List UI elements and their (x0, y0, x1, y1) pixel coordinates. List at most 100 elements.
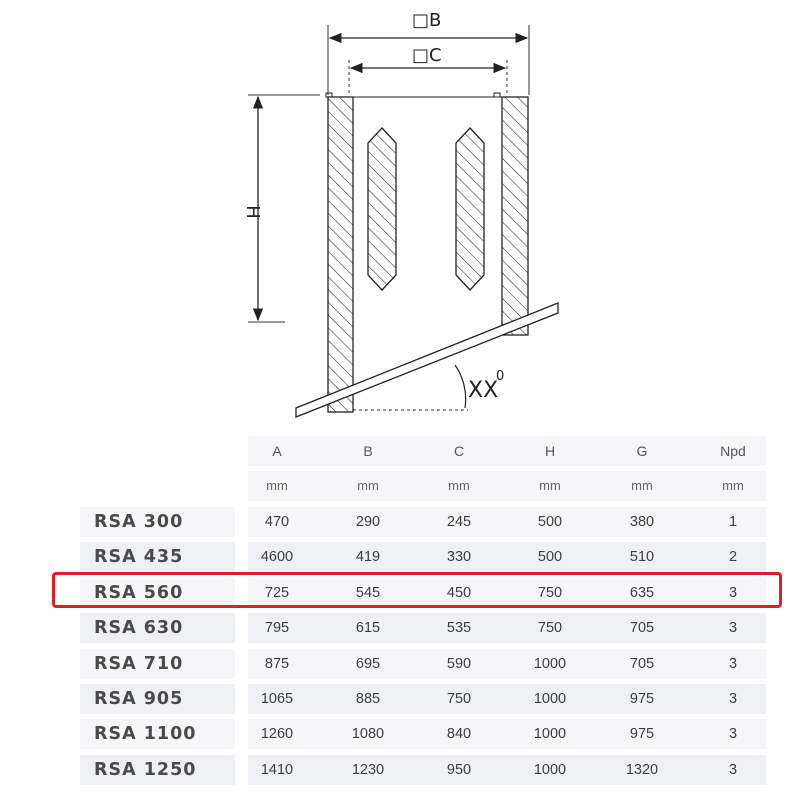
table-cell-h: 750 (537, 620, 563, 636)
model-band (80, 684, 235, 714)
column-header-h: H (544, 443, 556, 459)
model-name: RSA 300 (94, 512, 184, 532)
row-highlight-rsa-560 (52, 572, 782, 608)
table-cell-h: 1000 (533, 691, 567, 707)
table-cell-g: 705 (629, 656, 655, 672)
table-cell-h: 1000 (533, 656, 567, 672)
table-cell-b: 545 (355, 585, 381, 601)
sloped-base (295, 302, 559, 418)
angle-superscript: 0 (496, 369, 504, 384)
table-cell-a: 1260 (260, 726, 294, 742)
table-cell-b: 290 (355, 514, 381, 530)
table-cell-npd: 3 (728, 691, 738, 707)
duct-body (325, 92, 529, 413)
header-band (248, 436, 766, 466)
model-band (80, 507, 235, 537)
model-name: RSA 560 (94, 583, 184, 603)
unit-h: mm (539, 478, 561, 493)
unit-g: mm (631, 478, 653, 493)
table-cell-npd: 3 (728, 656, 738, 672)
table-cell-h: 500 (537, 514, 563, 530)
table-cell-a: 725 (264, 585, 290, 601)
model-band (80, 613, 235, 643)
table-row-band (248, 719, 766, 749)
dimension-h: H (242, 94, 320, 323)
model-name: RSA 630 (94, 618, 184, 638)
dimension-c: □C (348, 45, 508, 95)
table-row-band (248, 507, 766, 537)
technical-drawing: □B □C H XX 0 (242, 10, 559, 418)
table-row-band (248, 755, 766, 785)
table-cell-a: 4600 (260, 549, 294, 565)
inner-element-right (455, 127, 485, 291)
units-band (248, 471, 766, 501)
model-band (80, 755, 235, 785)
table-cell-b: 1080 (351, 726, 385, 742)
table-cell-a: 470 (264, 514, 290, 530)
table-row-band (248, 684, 766, 714)
table-cell-h: 1000 (533, 762, 567, 778)
column-header-a: A (272, 443, 282, 459)
column-header-npd: Npd (720, 443, 746, 459)
table-cell-c: 450 (446, 585, 472, 601)
unit-a: mm (266, 478, 288, 493)
column-header-c: C (453, 443, 465, 459)
table-cell-g: 975 (629, 691, 655, 707)
table-cell-c: 330 (446, 549, 472, 565)
model-band (80, 578, 235, 608)
table-cell-g: 380 (629, 514, 655, 530)
table-cell-b: 1230 (351, 762, 385, 778)
table-row-band (248, 542, 766, 572)
model-band (80, 542, 235, 572)
model-name: RSA 1100 (94, 724, 197, 744)
table-cell-g: 975 (629, 726, 655, 742)
table-cell-a: 1410 (260, 762, 294, 778)
table-cell-g: 635 (629, 585, 655, 601)
table-cell-h: 1000 (533, 726, 567, 742)
table-cell-npd: 2 (728, 549, 738, 565)
table-cell-b: 695 (355, 656, 381, 672)
inner-element-left (367, 127, 397, 291)
dimension-b: □B (327, 10, 530, 95)
table-cell-npd: 3 (728, 726, 738, 742)
table-cell-c: 245 (446, 514, 472, 530)
table-cell-a: 875 (264, 656, 290, 672)
table-cell-npd: 3 (728, 620, 738, 636)
table-cell-b: 615 (355, 620, 381, 636)
unit-c: mm (448, 478, 470, 493)
table-cell-c: 590 (446, 656, 472, 672)
model-name: RSA 435 (94, 547, 184, 567)
model-name: RSA 905 (94, 689, 184, 709)
table-cell-a: 795 (264, 620, 290, 636)
table-cell-g: 1320 (625, 762, 659, 778)
table-row-band (248, 613, 766, 643)
dimension-h-label: H (242, 205, 263, 219)
model-name: RSA 710 (94, 654, 184, 674)
table-cell-c: 535 (446, 620, 472, 636)
table-cell-g: 705 (629, 620, 655, 636)
table-cell-b: 885 (355, 691, 381, 707)
model-name: RSA 1250 (94, 760, 197, 780)
table-cell-h: 500 (537, 549, 563, 565)
table-row-band (248, 649, 766, 679)
column-header-b: B (363, 443, 373, 459)
model-band (80, 649, 235, 679)
table-cell-h: 750 (537, 585, 563, 601)
table-cell-c: 840 (446, 726, 472, 742)
model-band (80, 719, 235, 749)
table-cell-c: 950 (446, 762, 472, 778)
unit-b: mm (357, 478, 379, 493)
table-cell-c: 750 (446, 691, 472, 707)
table-cell-a: 1065 (260, 691, 294, 707)
table-row-band (248, 578, 766, 608)
angle-label: XX (468, 378, 498, 403)
table-cell-g: 510 (629, 549, 655, 565)
table-cell-b: 419 (355, 549, 381, 565)
table-cell-npd: 3 (728, 585, 738, 601)
unit-npd: mm (722, 478, 744, 493)
column-header-g: G (636, 443, 648, 459)
table-cell-npd: 1 (728, 514, 738, 530)
table-cell-npd: 3 (728, 762, 738, 778)
dimension-c-label: □C (412, 45, 442, 66)
